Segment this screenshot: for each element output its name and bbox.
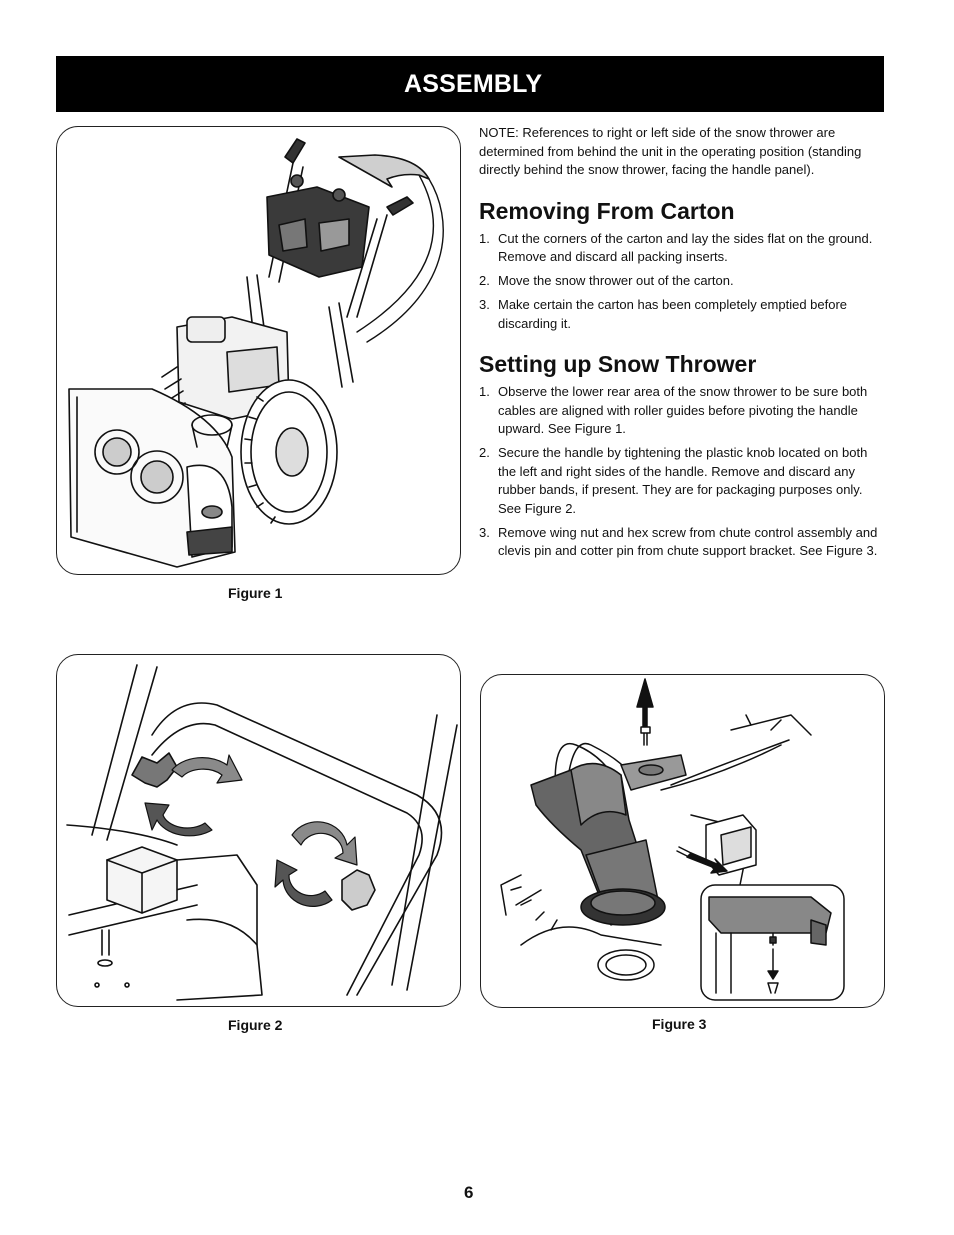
figure-2-illustration xyxy=(66,664,458,1001)
list-item: 1.Cut the corners of the carton and lay … xyxy=(479,230,873,265)
figure-3-caption: Figure 3 xyxy=(652,1016,707,1032)
figure-3-frame xyxy=(480,674,885,1008)
list-item: 1.Observe the lower rear area of the sno… xyxy=(479,384,868,436)
note-paragraph: NOTE: References to right or left side o… xyxy=(479,125,862,177)
figure-1-caption: Figure 1 xyxy=(228,585,283,601)
figure-1-frame xyxy=(56,126,461,575)
removing-steps-list: 1.Cut the corners of the carton and lay … xyxy=(479,230,879,334)
figure-2-caption: Figure 2 xyxy=(228,1017,283,1033)
figure-2-frame xyxy=(56,654,461,1007)
instructions-column: NOTE: References to right or left side o… xyxy=(479,124,879,566)
section-title: ASSEMBLY xyxy=(404,70,543,98)
list-item: 3.Remove wing nut and hex screw from chu… xyxy=(479,524,878,559)
heading-setting-up: Setting up Snow Thrower xyxy=(479,351,757,377)
heading-removing-from-carton: Removing From Carton xyxy=(479,197,735,224)
figure-3-illustration xyxy=(500,678,845,1001)
list-item: 3.Make certain the carton has been compl… xyxy=(479,297,848,331)
setup-steps-list: 1.Observe the lower rear area of the sno… xyxy=(479,383,879,561)
list-item: 2.Secure the handle by tightening the pl… xyxy=(479,445,868,516)
page-number: 6 xyxy=(464,1183,474,1202)
list-item: 2.Move the snow thrower out of the carto… xyxy=(479,273,734,288)
figure-1-illustration xyxy=(68,138,444,568)
section-banner: ASSEMBLY xyxy=(56,56,884,112)
